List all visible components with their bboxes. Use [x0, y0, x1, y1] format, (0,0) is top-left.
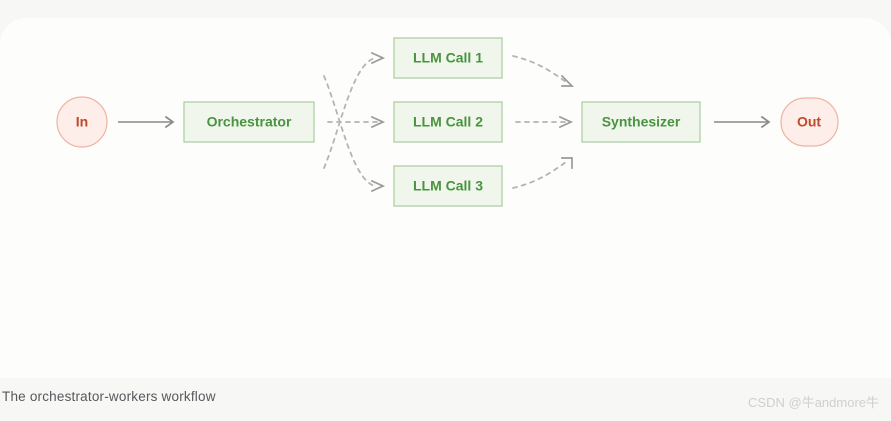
edge-line — [323, 57, 376, 169]
edge-line — [323, 75, 376, 187]
node-orchestrator[interactable]: Orchestrator — [183, 101, 315, 143]
diagram-card: In Orchestrator — [0, 18, 891, 378]
workflow-diagram: In Orchestrator — [0, 18, 891, 378]
edge-worker3-synthesizer — [512, 157, 573, 189]
edge-arrowhead — [760, 115, 771, 129]
edge-orchestrator-worker1 — [323, 51, 386, 169]
worker1-label: LLM Call 1 — [413, 50, 483, 66]
edge-arrowhead — [164, 115, 175, 129]
worker3-label: LLM Call 3 — [413, 178, 483, 194]
edge-arrowhead — [561, 157, 573, 169]
synthesizer-shape — [581, 101, 701, 143]
edge-arrowhead — [370, 51, 386, 65]
input-shape — [56, 96, 108, 148]
output-shape — [780, 97, 839, 147]
edge-arrowhead — [558, 115, 574, 129]
node-input[interactable]: In — [56, 96, 108, 148]
synthesizer-label: Synthesizer — [602, 114, 681, 130]
worker2-label: LLM Call 2 — [413, 114, 483, 130]
edge-input-orchestrator — [118, 115, 175, 129]
orchestrator-shape — [183, 101, 315, 143]
worker2-shape — [393, 101, 503, 143]
node-worker3[interactable]: LLM Call 3 — [393, 165, 503, 207]
edge-arrowhead — [560, 74, 575, 87]
edge-arrowhead — [370, 179, 386, 193]
node-worker1[interactable]: LLM Call 1 — [393, 37, 503, 79]
edge-synthesizer-output — [714, 115, 771, 129]
edge-arrowhead — [370, 115, 386, 129]
csdn-watermark: CSDN @牛andmore牛 — [748, 395, 879, 410]
workflow-svg: In Orchestrator — [56, 37, 839, 207]
orchestrator-label: Orchestrator — [207, 114, 292, 130]
edge-orchestrator-worker3 — [323, 75, 386, 193]
edge-orchestrator-worker2 — [327, 115, 386, 129]
edge-line — [512, 161, 567, 189]
worker3-shape — [393, 165, 503, 207]
edge-worker2-synthesizer — [515, 115, 574, 129]
node-worker2[interactable]: LLM Call 2 — [393, 101, 503, 143]
edge-worker1-synthesizer — [512, 55, 575, 87]
output-label: Out — [797, 114, 821, 130]
diagram-caption: The orchestrator-workers workflow — [2, 389, 216, 404]
node-output[interactable]: Out — [780, 97, 839, 147]
edge-line — [512, 55, 567, 83]
node-synthesizer[interactable]: Synthesizer — [581, 101, 701, 143]
worker1-shape — [393, 37, 503, 79]
caption-bar: The orchestrator-workers workflow CSDN @… — [0, 378, 891, 421]
input-label: In — [76, 114, 88, 130]
